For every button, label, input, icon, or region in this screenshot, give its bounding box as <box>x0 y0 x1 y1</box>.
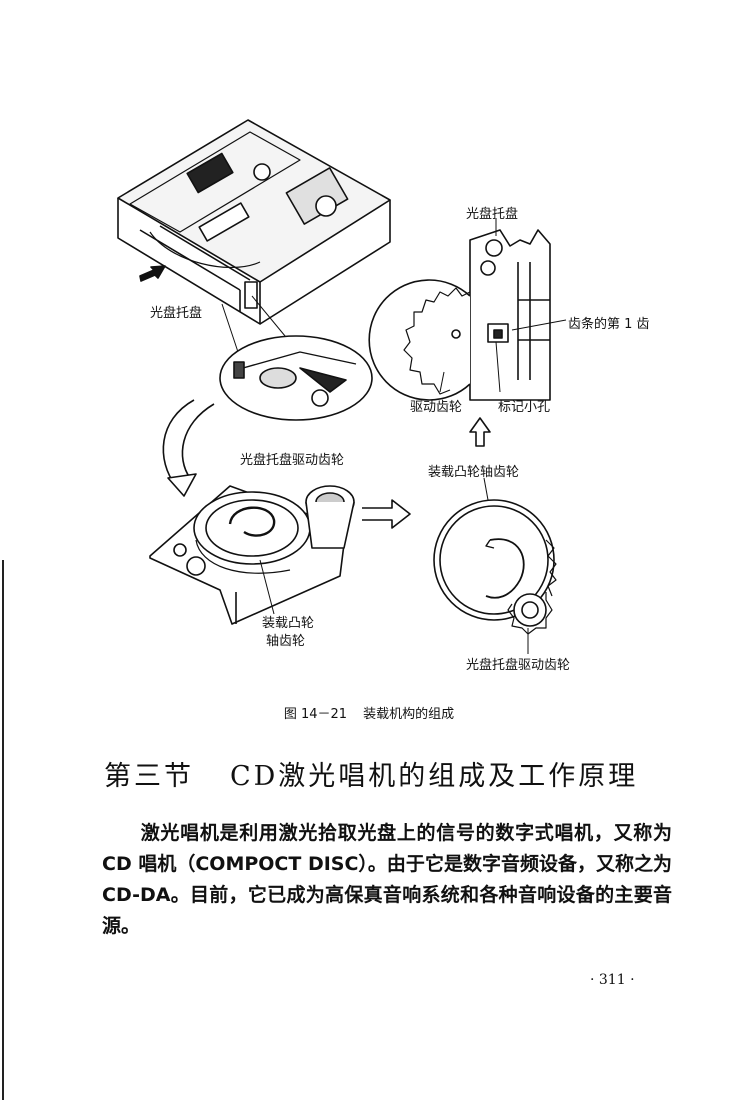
gear-detail-ellipse-drawing <box>219 335 373 421</box>
label-disc-tray-left: 光盘托盘 <box>150 306 203 321</box>
label-disc-tray-right: 光盘托盘 <box>466 207 519 222</box>
section-heading: 第三节 CD激光唱机的组成及工作原理 <box>104 754 638 793</box>
mechanism-illustration <box>117 119 567 654</box>
tray-rack-drawing <box>368 218 567 401</box>
section-number: 第三节 <box>104 761 194 792</box>
body-paragraph: 激光唱机是利用激光拾取光盘上的信号的数字式唱机，又称为 CD 唱机（COMPOC… <box>102 822 672 937</box>
section-title: CD激光唱机的组成及工作原理 <box>230 761 639 792</box>
label-mark-hole: 标记小孔 <box>498 400 551 415</box>
gear-assembly-drawing <box>149 485 355 625</box>
cd-player-chassis-drawing <box>117 119 391 325</box>
figure-caption-text: 装载机构的组成 <box>363 707 455 722</box>
cam-gear-drawing <box>433 477 557 654</box>
label-tray-drive-gear-bottom: 光盘托盘驱动齿轮 <box>466 658 571 673</box>
label-load-cam-line1: 装载凸轮 <box>262 616 315 631</box>
label-tray-drive-gear-top: 光盘托盘驱动齿轮 <box>240 453 345 468</box>
label-drive-gear: 驱动齿轮 <box>410 400 463 415</box>
figure-caption-number: 图 14－21 <box>283 707 348 722</box>
body-paragraph-container: 激光唱机是利用激光拾取光盘上的信号的数字式唱机，又称为 CD 唱机（COMPOC… <box>102 818 672 942</box>
figure-loading-mechanism: 光盘托盘 光盘托盘 齿条的第 1 齿 驱动齿轮 标记小孔 光盘托盘驱动齿轮 装载… <box>117 119 650 673</box>
label-load-cam-gear-right: 装载凸轮轴齿轮 <box>428 465 520 480</box>
label-rack-first-tooth: 齿条的第 1 齿 <box>568 317 650 332</box>
scan-margin-line <box>2 560 4 1100</box>
figure-caption: 图 14－21 装载机构的组成 <box>0 703 738 722</box>
page-number: · 311 · <box>590 972 635 988</box>
label-load-cam-line2: 轴齿轮 <box>266 634 306 649</box>
